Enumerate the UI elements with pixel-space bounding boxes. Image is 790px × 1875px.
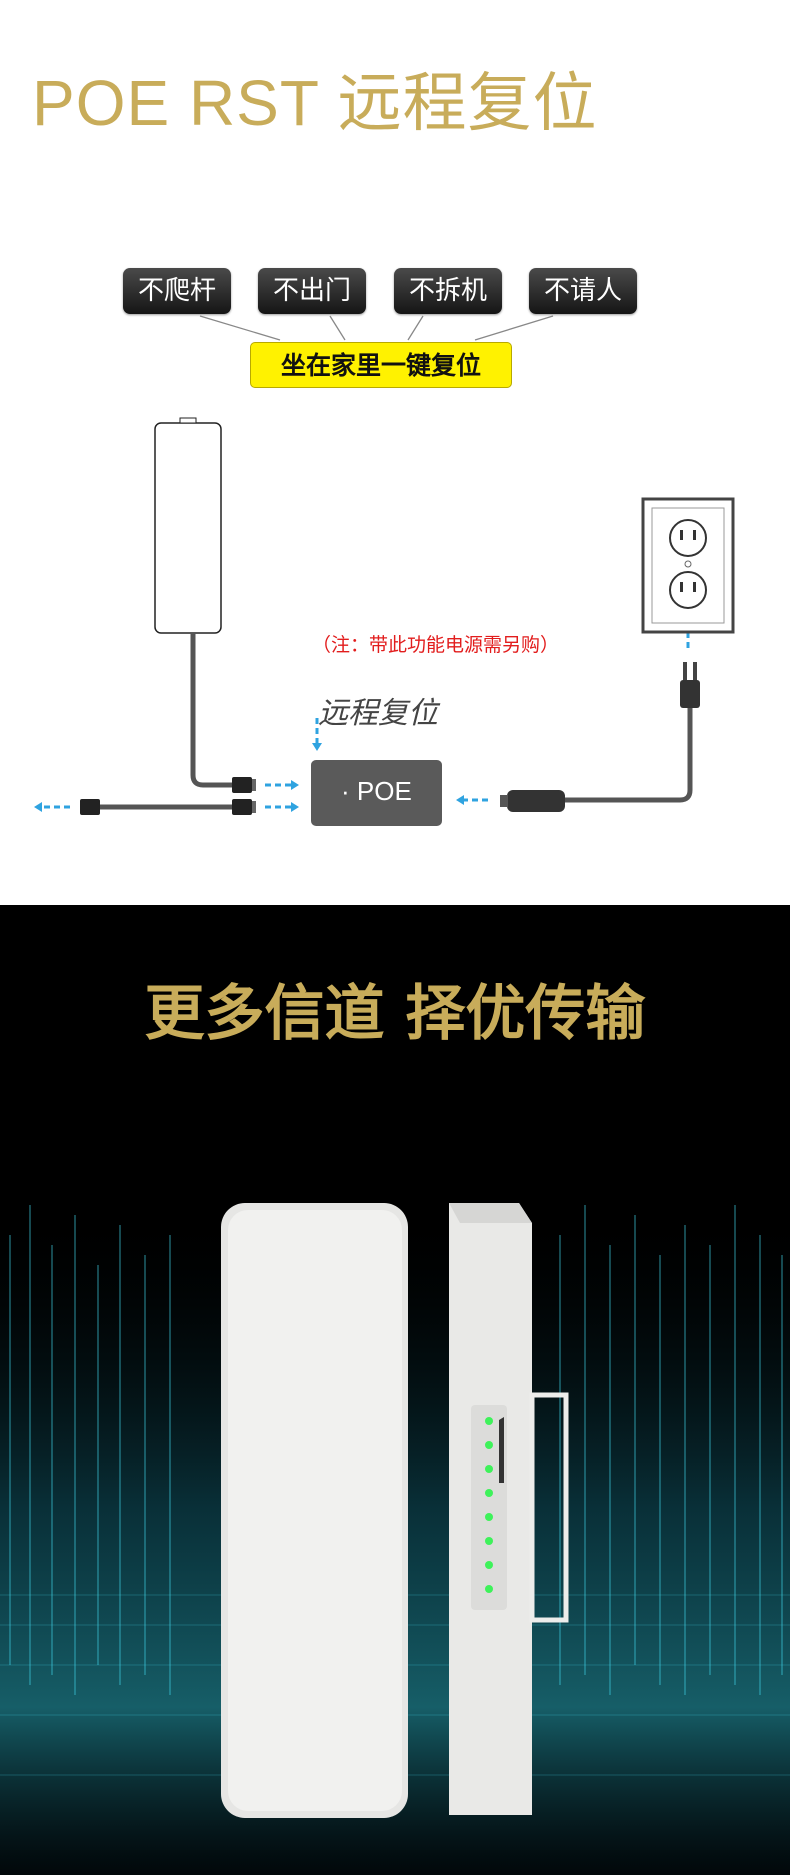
purchase-note: （注：带此功能电源需另购） — [312, 634, 560, 656]
tag-no-climb: 不爬杆 — [123, 268, 231, 314]
section-title: POE RST 远程复位 — [32, 67, 598, 139]
poe-label: · POE — [341, 776, 412, 806]
slogan-banner: 坐在家里一键复位 — [250, 342, 512, 388]
wall-outlet-icon — [641, 497, 735, 634]
rj45-plug-icon — [80, 777, 256, 815]
tag-no-technician: 不请人 — [529, 268, 637, 314]
cpe-front-view — [221, 1203, 408, 1818]
connection-diagram — [34, 315, 735, 815]
poe-adapter: · POE — [311, 760, 442, 826]
power-plug-icon — [500, 662, 700, 812]
tag-no-disassembly: 不拆机 — [394, 268, 502, 314]
ap-device-icon — [154, 417, 222, 634]
remote-reset-label: 远程复位 — [318, 696, 438, 731]
channel-section: 更多信道 择优传输 — [0, 905, 790, 1875]
section-title: 更多信道 择优传输 — [144, 979, 646, 1049]
tag-connector-lines — [199, 315, 554, 341]
tag-no-outdoor: 不出门 — [258, 268, 366, 314]
cpe-side-view — [449, 1203, 569, 1815]
digital-background — [0, 1203, 790, 1875]
remote-reset-section: POE RST 远程复位 不爬杆 不出门 不拆机 不请人 — [0, 0, 790, 905]
